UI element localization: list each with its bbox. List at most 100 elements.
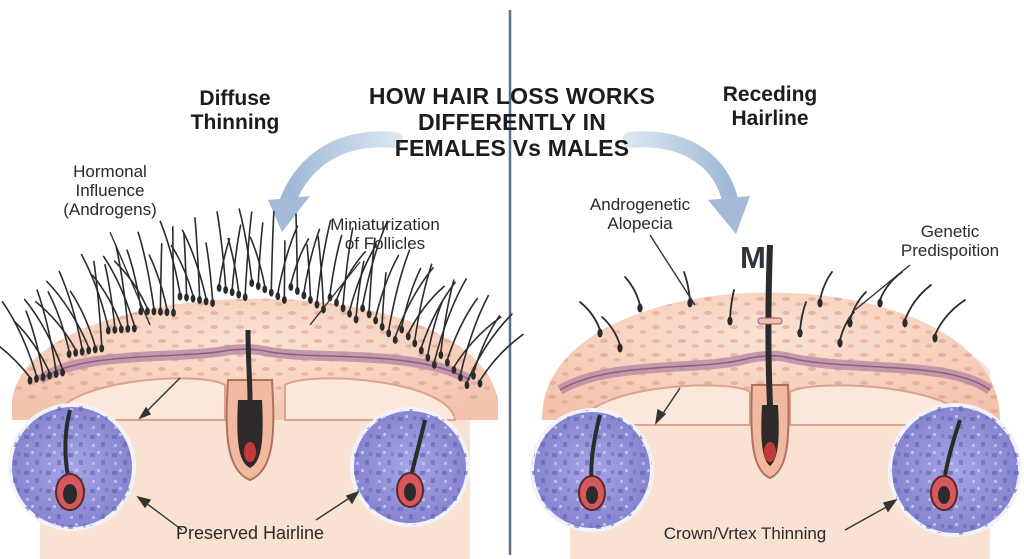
female-hair-strand <box>446 297 479 361</box>
female-hair-bulb <box>125 324 131 333</box>
label-genetic-predisposition: Genetic Predispoition <box>880 222 1020 260</box>
male-hair-bulb <box>837 338 843 348</box>
label-hormonal-line-2: Influence <box>75 181 145 201</box>
female-hair-strand <box>387 249 411 332</box>
female-hair-bulb <box>425 353 431 362</box>
female-hair-bulb <box>353 315 359 324</box>
female-hair-bulb <box>92 345 98 354</box>
female-hair-bulb <box>151 307 157 316</box>
female-hair-strand <box>1 301 38 377</box>
label-androgenetic-line-2: Alopecia <box>607 214 673 234</box>
female-hair-bulb <box>471 371 476 380</box>
female-hair-bulb <box>105 326 111 335</box>
female-hair-strand <box>368 237 376 313</box>
male-hair-bulb <box>617 343 623 353</box>
female-hair-bulb <box>262 285 268 294</box>
female-hair-bulb <box>79 347 85 356</box>
female-hair-bulb <box>268 288 274 297</box>
female-hair-bulb <box>360 304 366 313</box>
male-heading-line-2: Hairline <box>731 106 809 130</box>
label-androgenetic-alopecia: Androgenetic Alopecia <box>570 195 710 233</box>
female-hair-bulb <box>451 365 457 374</box>
male-hair-strand <box>839 311 855 341</box>
female-hair-bulb <box>34 374 39 383</box>
female-hair-bulb <box>288 282 294 291</box>
female-hair-bulb <box>118 325 124 334</box>
male-hair-strand <box>579 301 601 331</box>
label-genetic-line-2: Predispoition <box>900 241 1000 261</box>
female-hair-strand <box>249 236 266 288</box>
female-hairs <box>0 208 524 390</box>
female-hair-strand <box>216 211 227 288</box>
label-miniaturization: Miniaturization of Follicles <box>310 215 460 253</box>
female-hair-strand <box>47 291 70 352</box>
male-hair-bulb <box>817 298 823 308</box>
female-hair-bulb <box>177 292 183 301</box>
label-hormonal-line-3: (Androgens) <box>63 200 157 220</box>
female-hair-strand <box>159 242 163 310</box>
female-hair-strand <box>102 255 136 327</box>
female-hair-bulb <box>73 348 79 357</box>
female-hair-bulb <box>477 379 483 388</box>
main-title-line-3: FEMALES Vs MALES <box>394 134 630 161</box>
female-hair-strand <box>361 220 389 307</box>
main-title: HOW HAIR LOSS WORKS DIFFERENTLY IN FEMAL… <box>312 83 712 161</box>
female-hair-strand <box>316 219 332 303</box>
female-hair-strand <box>91 274 123 328</box>
female-hair-bulb <box>223 285 229 294</box>
female-hair-bulb <box>444 358 450 367</box>
female-hair-strand <box>231 224 242 290</box>
female-hair-strand <box>329 234 343 296</box>
label-hormonal-line-1: Hormonal <box>73 162 147 181</box>
female-hair-bulb <box>418 346 424 355</box>
male-hair-strand <box>601 316 621 346</box>
label-crown-vertex-thinning: Crown/Vrtex Thinning <box>663 524 827 543</box>
female-hair-strand <box>34 300 77 351</box>
female-hair-bulb <box>255 282 261 291</box>
male-hair-strand <box>934 299 966 336</box>
female-hair-strand <box>407 285 445 335</box>
female-hair-strand <box>440 279 455 353</box>
female-hair-strand <box>257 222 264 284</box>
female-hair-bulb <box>412 339 418 348</box>
female-hair-bulb <box>216 283 222 292</box>
female-hair-bulb <box>99 344 105 353</box>
female-hair-strand <box>290 238 310 285</box>
male-hair-bulb <box>597 328 603 338</box>
female-hair-bulb <box>53 369 59 378</box>
female-hair-bulb <box>366 310 372 319</box>
female-hair-bulb <box>184 293 189 302</box>
female-hair-strand <box>427 299 444 356</box>
male-heading-line-1: Receding <box>722 83 818 106</box>
female-hair-strand <box>46 280 90 349</box>
female-hair-strand <box>400 267 422 328</box>
female-hair-strand <box>0 345 31 379</box>
female-hair-bulb <box>347 309 352 318</box>
female-hair-strand <box>317 235 325 308</box>
female-hair-bulb <box>158 307 163 316</box>
female-hair-strand <box>183 232 188 296</box>
female-hair-strand <box>115 245 129 327</box>
female-hair-strand <box>205 242 214 301</box>
male-leader-lines <box>649 234 911 531</box>
male-hair-bulb <box>877 298 883 308</box>
female-hair-strand <box>227 237 240 293</box>
male-hair-strand <box>729 289 735 319</box>
female-hair-strand <box>355 260 365 318</box>
female-hair-strand <box>374 254 400 319</box>
female-hair-bulb <box>294 287 300 296</box>
female-hair-strand <box>459 294 490 376</box>
m-pattern-letter: M <box>740 240 766 275</box>
female-hair-strand <box>12 319 51 374</box>
female-hair-strand <box>159 220 181 295</box>
female-hair-strand <box>433 277 468 363</box>
female-hair-bulb <box>60 368 66 377</box>
female-hair-bulb <box>275 292 281 301</box>
female-left-zoom-circle <box>8 403 136 531</box>
female-hair-strand <box>413 263 433 342</box>
male-hair-strand <box>624 276 641 306</box>
female-heading-line-2: Thinning <box>190 110 280 134</box>
female-hair-strand <box>137 231 155 310</box>
female-hair-strand <box>342 227 354 306</box>
